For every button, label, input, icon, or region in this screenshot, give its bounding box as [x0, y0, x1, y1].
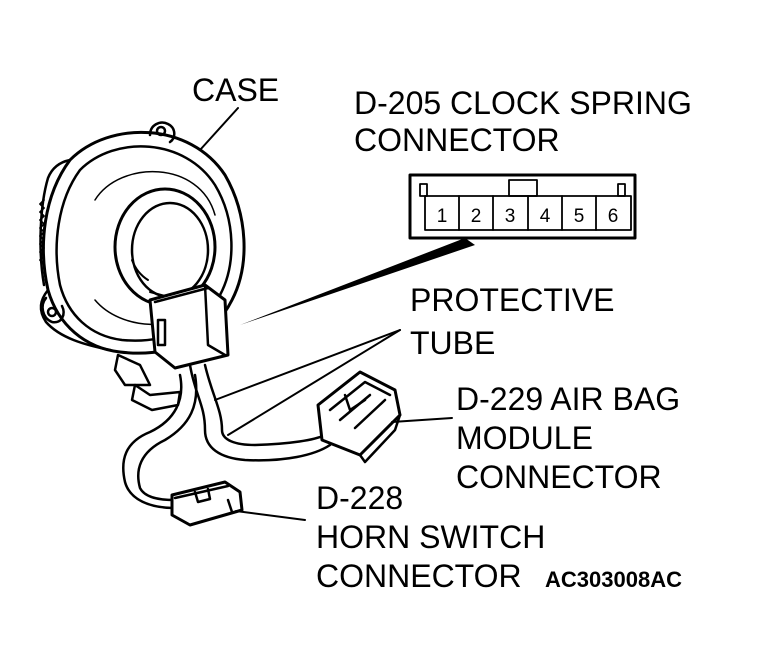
pin-label: 5	[574, 206, 585, 227]
airbag-connector-label-line3: CONNECTOR	[456, 459, 662, 495]
wire-harness	[122, 363, 332, 510]
connector-pin-labels: 1 2 3 4 5 6	[437, 206, 619, 227]
protective-tube-label-line2: TUBE	[410, 325, 496, 361]
case-label: CASE	[192, 72, 280, 108]
horn-connector-label-line1: D-228	[316, 480, 404, 516]
connector-pointer-wedge	[240, 238, 475, 325]
figure-code: AC303008AC	[545, 567, 682, 592]
protective-tube-label-line1: PROTECTIVE	[410, 282, 615, 318]
pin-label: 1	[437, 206, 448, 227]
clock-spring-connector-label-line1: D-205 CLOCK SPRING	[354, 85, 692, 121]
horn-connector-label-line3: CONNECTOR	[316, 558, 522, 594]
pin-label: 2	[471, 206, 482, 227]
airbag-module-connector	[316, 370, 402, 464]
pin-label: 6	[608, 206, 619, 227]
pin-label: 3	[505, 206, 516, 227]
horn-connector-label-line2: HORN SWITCH	[316, 519, 546, 555]
clock-spring-connector-face	[408, 173, 637, 240]
clock-spring-connector-label-line2: CONNECTOR	[354, 122, 560, 158]
horn-switch-connector	[170, 480, 244, 527]
airbag-connector-label-line1: D-229 AIR BAG	[456, 381, 681, 417]
pin-label: 4	[540, 206, 551, 227]
case-connector-block	[113, 283, 230, 412]
airbag-connector-label-line2: MODULE	[456, 420, 593, 456]
leader-lines	[199, 107, 453, 521]
